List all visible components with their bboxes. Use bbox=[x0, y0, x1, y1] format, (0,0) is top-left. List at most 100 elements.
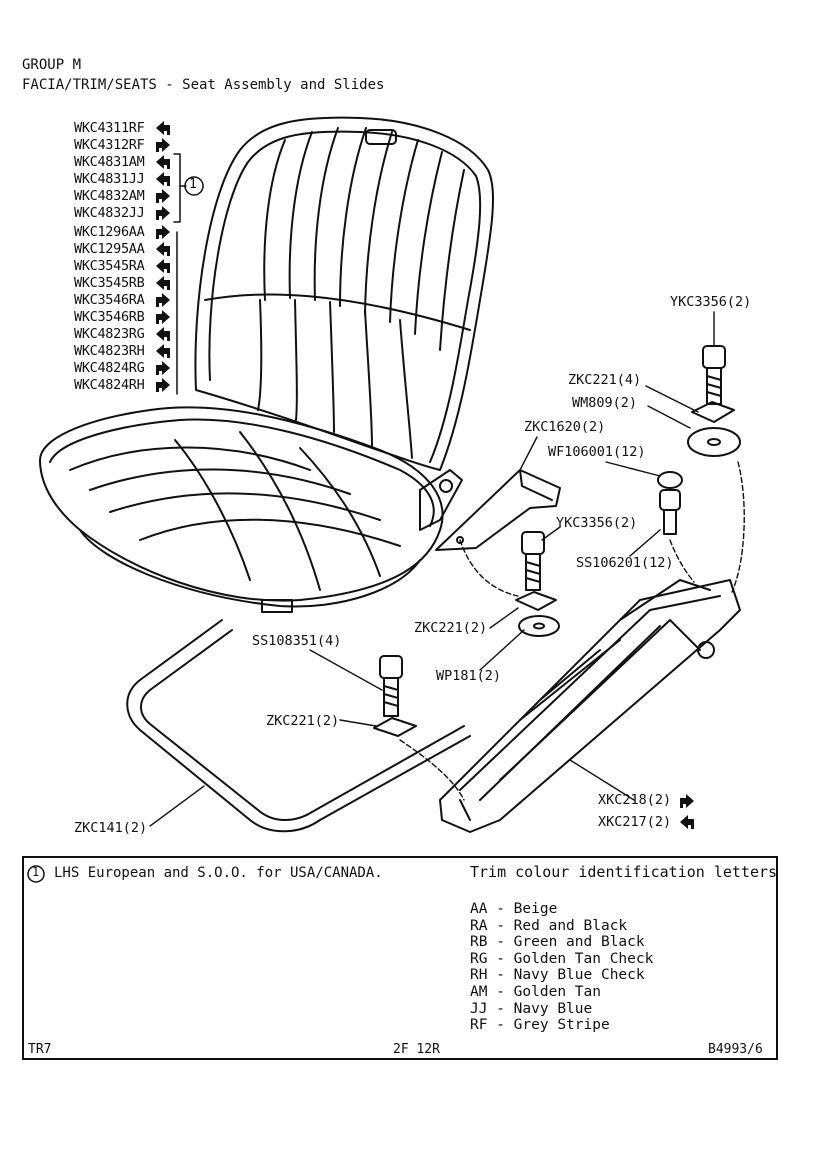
legend-sep: - bbox=[496, 951, 505, 967]
footer-model: TR7 bbox=[28, 1042, 52, 1057]
bolt-top bbox=[702, 345, 726, 405]
bolt-mid bbox=[521, 531, 545, 591]
legend-sep: - bbox=[496, 984, 505, 1000]
callout-zkc1620: ZKC1620(2) bbox=[524, 419, 606, 435]
left-hand-arrow-icon bbox=[156, 344, 170, 358]
right-hand-arrow-icon bbox=[156, 378, 170, 392]
legend-sep: - bbox=[496, 1001, 505, 1017]
legend-name: Golden Tan Check bbox=[513, 951, 654, 967]
legend-item: RB - Green and Black bbox=[470, 934, 645, 950]
legend-code: AA bbox=[470, 901, 488, 917]
legend-item: AM - Golden Tan bbox=[470, 984, 601, 1000]
right-hand-arrow-icon bbox=[156, 310, 170, 324]
left-hand-arrow-icon bbox=[156, 121, 170, 135]
legend-code: RF bbox=[470, 1017, 488, 1033]
left-hand-arrow-icon bbox=[680, 815, 694, 829]
legend-item: RH - Navy Blue Check bbox=[470, 967, 645, 983]
part-code: WKC4823RH bbox=[74, 343, 145, 359]
legend-name: Red and Black bbox=[513, 918, 628, 934]
page-title: FACIA/TRIM/SEATS - Seat Assembly and Sli… bbox=[22, 77, 385, 93]
part-code: WKC4823RG bbox=[74, 326, 145, 342]
right-hand-arrow-icon bbox=[680, 794, 694, 808]
footnote-marker-number: 1 bbox=[32, 865, 40, 879]
left-hand-arrow-icon bbox=[156, 327, 170, 341]
legend-code: RB bbox=[470, 934, 488, 950]
right-hand-arrow-icon bbox=[156, 225, 170, 239]
bolt-low bbox=[379, 655, 403, 717]
footnote-text: LHS European and S.O.O. for USA/CANADA. bbox=[54, 865, 383, 881]
part-code: WKC1296AA bbox=[74, 224, 145, 240]
seat-frame bbox=[126, 619, 471, 833]
callout-ss108351: SS108351(4) bbox=[252, 633, 342, 649]
callout-wp181: WP181(2) bbox=[436, 668, 502, 684]
part-code: WKC4824RG bbox=[74, 360, 145, 376]
legend-sep: - bbox=[496, 1017, 505, 1033]
group-label: GROUP M bbox=[22, 57, 82, 73]
part-code: WKC4832AM bbox=[74, 188, 145, 204]
callout-zkc221-top: ZKC221(4) bbox=[568, 372, 642, 388]
legend-code: RG bbox=[470, 951, 488, 967]
part-code: WKC4832JJ bbox=[74, 205, 145, 221]
legend-name: Navy Blue Check bbox=[513, 967, 645, 983]
legend-name: Beige bbox=[513, 901, 558, 917]
part-code: WKC1295AA bbox=[74, 241, 145, 257]
legend-name: Navy Blue bbox=[513, 1001, 593, 1017]
callout-ykc3356-top: YKC3356(2) bbox=[670, 294, 752, 310]
legend-sep: - bbox=[496, 901, 505, 917]
callout-wf106001: WF106001(12) bbox=[548, 444, 646, 460]
legend-name: Green and Black bbox=[513, 934, 645, 950]
legend-item: AA - Beige bbox=[470, 901, 557, 917]
callout-zkc221-mid: ZKC221(2) bbox=[414, 620, 488, 636]
right-hand-arrow-icon bbox=[156, 206, 170, 220]
footer-page: 2F 12R bbox=[393, 1042, 440, 1057]
part-code: WKC4831AM bbox=[74, 154, 145, 170]
part-code: WKC3546RB bbox=[74, 309, 145, 325]
part-code: WKC4831JJ bbox=[74, 171, 145, 187]
legend-code: AM bbox=[470, 984, 488, 1000]
footnote-marker-circle bbox=[27, 865, 45, 883]
callout-zkc141: ZKC141(2) bbox=[74, 820, 148, 836]
legend-sep: - bbox=[496, 918, 505, 934]
callout-ykc3356-mid: YKC3356(2) bbox=[556, 515, 638, 531]
left-hand-arrow-icon bbox=[156, 276, 170, 290]
part-code: WKC3546RA bbox=[74, 292, 145, 308]
part-code: WKC4824RH bbox=[74, 377, 145, 393]
info-box bbox=[22, 856, 778, 1060]
part-code: WKC3545RB bbox=[74, 275, 145, 291]
legend-item: RA - Red and Black bbox=[470, 918, 627, 934]
right-hand-arrow-icon bbox=[156, 293, 170, 307]
right-hand-arrow-icon bbox=[156, 189, 170, 203]
legend-code: JJ bbox=[470, 1001, 488, 1017]
part-code: WKC4312RF bbox=[74, 137, 145, 153]
right-hand-arrow-icon bbox=[156, 361, 170, 375]
left-hand-arrow-icon bbox=[156, 259, 170, 273]
seat-slide bbox=[439, 579, 741, 833]
bolt-right bbox=[659, 489, 681, 535]
left-hand-arrow-icon bbox=[156, 242, 170, 256]
group-marker-number: 1 bbox=[189, 177, 197, 192]
legend-sep: - bbox=[496, 967, 505, 983]
callout-ss106201: SS106201(12) bbox=[576, 555, 674, 571]
left-hand-arrow-icon bbox=[156, 172, 170, 186]
seat-cushion bbox=[39, 406, 444, 602]
legend-code: RA bbox=[470, 918, 488, 934]
part-code: WKC4311RF bbox=[74, 120, 145, 136]
right-hand-arrow-icon bbox=[156, 138, 170, 152]
legend-title: Trim colour identification letters bbox=[470, 863, 778, 881]
callout-xkc218: XKC218(2) bbox=[598, 792, 672, 808]
seat-back bbox=[194, 116, 495, 471]
legend-name: Grey Stripe bbox=[513, 1017, 610, 1033]
legend-name: Golden Tan bbox=[513, 984, 601, 1000]
legend-item: RF - Grey Stripe bbox=[470, 1017, 610, 1033]
footer-ref: B4993/6 bbox=[708, 1042, 763, 1057]
legend-item: JJ - Navy Blue bbox=[470, 1001, 592, 1017]
group-marker-circle bbox=[184, 176, 204, 196]
part-code: WKC3545RA bbox=[74, 258, 145, 274]
legend-code: RH bbox=[470, 967, 488, 983]
callout-zkc221-low: ZKC221(2) bbox=[266, 713, 340, 729]
legend-sep: - bbox=[496, 934, 505, 950]
left-hand-arrow-icon bbox=[156, 155, 170, 169]
callout-xkc217: XKC217(2) bbox=[598, 814, 672, 830]
